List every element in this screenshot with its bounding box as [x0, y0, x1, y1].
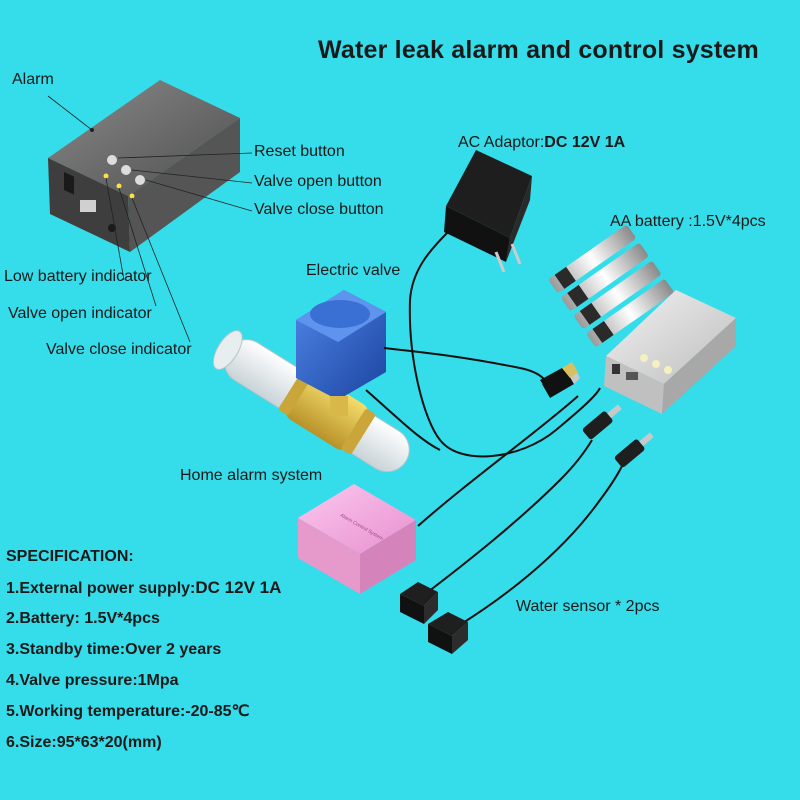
spec-item: 1.External power supply:DC 12V 1A [6, 578, 282, 597]
alarm-control-box [48, 80, 240, 252]
label-valve-open-button: Valve open button [254, 173, 382, 190]
spec-item: 6.Size:95*63*20(mm) [6, 734, 162, 751]
home-alarm-system-box: Alarm Control System [298, 484, 416, 594]
cables [417, 395, 623, 627]
spec-item: 2.Battery: 1.5V*4pcs [6, 610, 160, 627]
sensor-plugs [582, 404, 654, 468]
label-water-sensor: Water sensor * 2pcs [516, 598, 660, 615]
specification-heading: SPECIFICATION: [6, 548, 134, 565]
label-electric-valve: Electric valve [306, 262, 401, 279]
spec-item: 3.Standby time:Over 2 years [6, 641, 222, 658]
aa-batteries [549, 225, 674, 347]
water-sensor-2 [428, 612, 468, 654]
valve-close-button-icon [135, 175, 145, 185]
label-alarm: Alarm [12, 71, 54, 88]
water-sensors [400, 582, 468, 654]
callout-lines [47, 95, 253, 343]
label-low-battery-indicator: Low battery indicator [4, 268, 152, 285]
valve-open-button-icon [121, 165, 131, 175]
label-valve-open-indicator: Valve open indicator [8, 305, 152, 322]
water-sensor-1 [400, 582, 438, 624]
usb-port-icon [80, 200, 96, 212]
label-valve-close-indicator: Valve close indicator [46, 341, 192, 358]
spec-item: 4.Valve pressure:1Mpa [6, 672, 179, 689]
label-ac-adaptor: AC Adaptor:DC 12V 1A [458, 134, 625, 152]
ac-adaptor-label: AC Adaptor: [458, 134, 545, 151]
page-title: Water leak alarm and control system [318, 36, 759, 64]
spec-item: 5.Working temperature:-20-85℃ [6, 703, 250, 720]
ac-adaptor-value: DC 12V 1A [544, 134, 626, 151]
label-aa-battery: AA battery :1.5V*4pcs [610, 213, 766, 230]
label-valve-close-button: Valve close button [254, 201, 384, 218]
specification-list: SPECIFICATION: 1.External power supply:D… [6, 546, 281, 763]
reset-button-icon [107, 155, 117, 165]
label-reset-button: Reset button [254, 143, 345, 160]
electric-valve [212, 290, 578, 473]
label-home-alarm-system: Home alarm system [180, 467, 323, 484]
alarm-box-silver [604, 290, 736, 414]
